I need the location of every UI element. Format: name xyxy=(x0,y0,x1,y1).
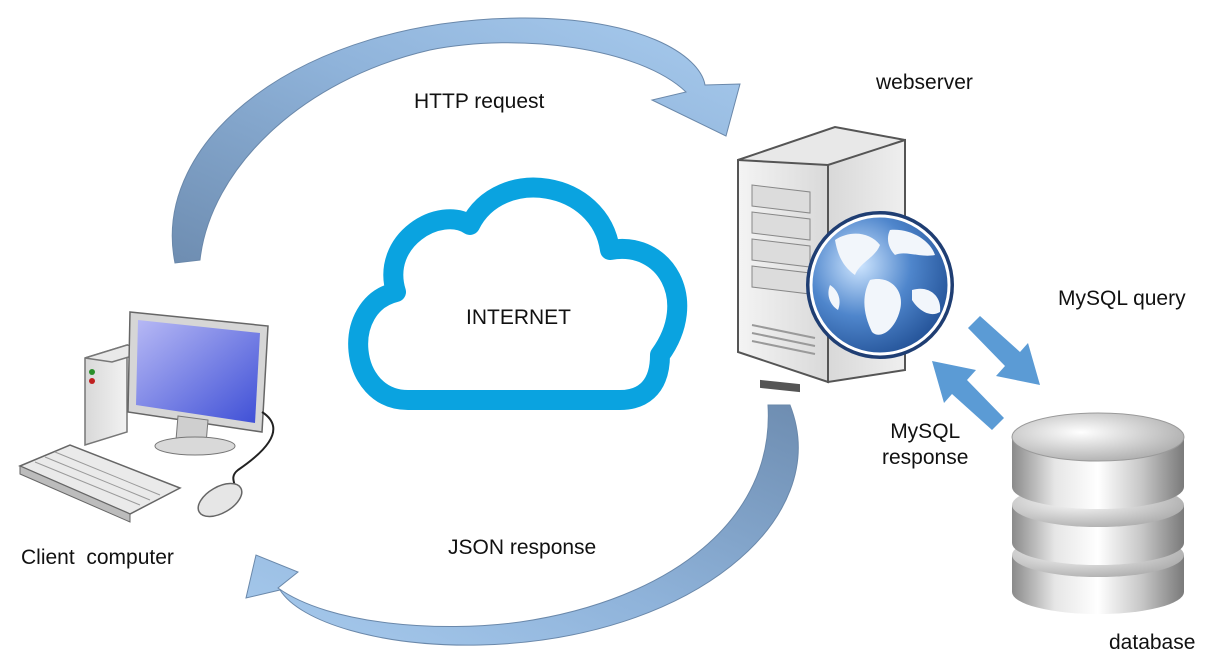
http-request-arrow xyxy=(171,17,741,264)
mysql-response-line1: MySQL xyxy=(890,420,961,443)
globe-icon xyxy=(806,211,954,359)
http-request-label: HTTP request xyxy=(414,90,545,113)
json-response-label: JSON response xyxy=(448,536,597,559)
desktop-computer-icon xyxy=(18,311,275,523)
cloud-icon xyxy=(348,177,688,410)
database-icon xyxy=(1011,412,1185,614)
client-computer-label: Client computer xyxy=(21,546,174,569)
mysql-query-label: MySQL query xyxy=(1058,287,1186,310)
mysql-response-line2: response xyxy=(882,446,969,470)
mysql-query-arrow xyxy=(968,316,1040,385)
internet-label: INTERNET xyxy=(466,306,571,329)
database-label: database xyxy=(1109,631,1196,654)
mysql-response-arrow xyxy=(932,361,1004,430)
json-response-arrow xyxy=(245,404,799,646)
webserver-label: webserver xyxy=(876,71,973,94)
mysql-response-label: MySQL response xyxy=(882,419,968,472)
